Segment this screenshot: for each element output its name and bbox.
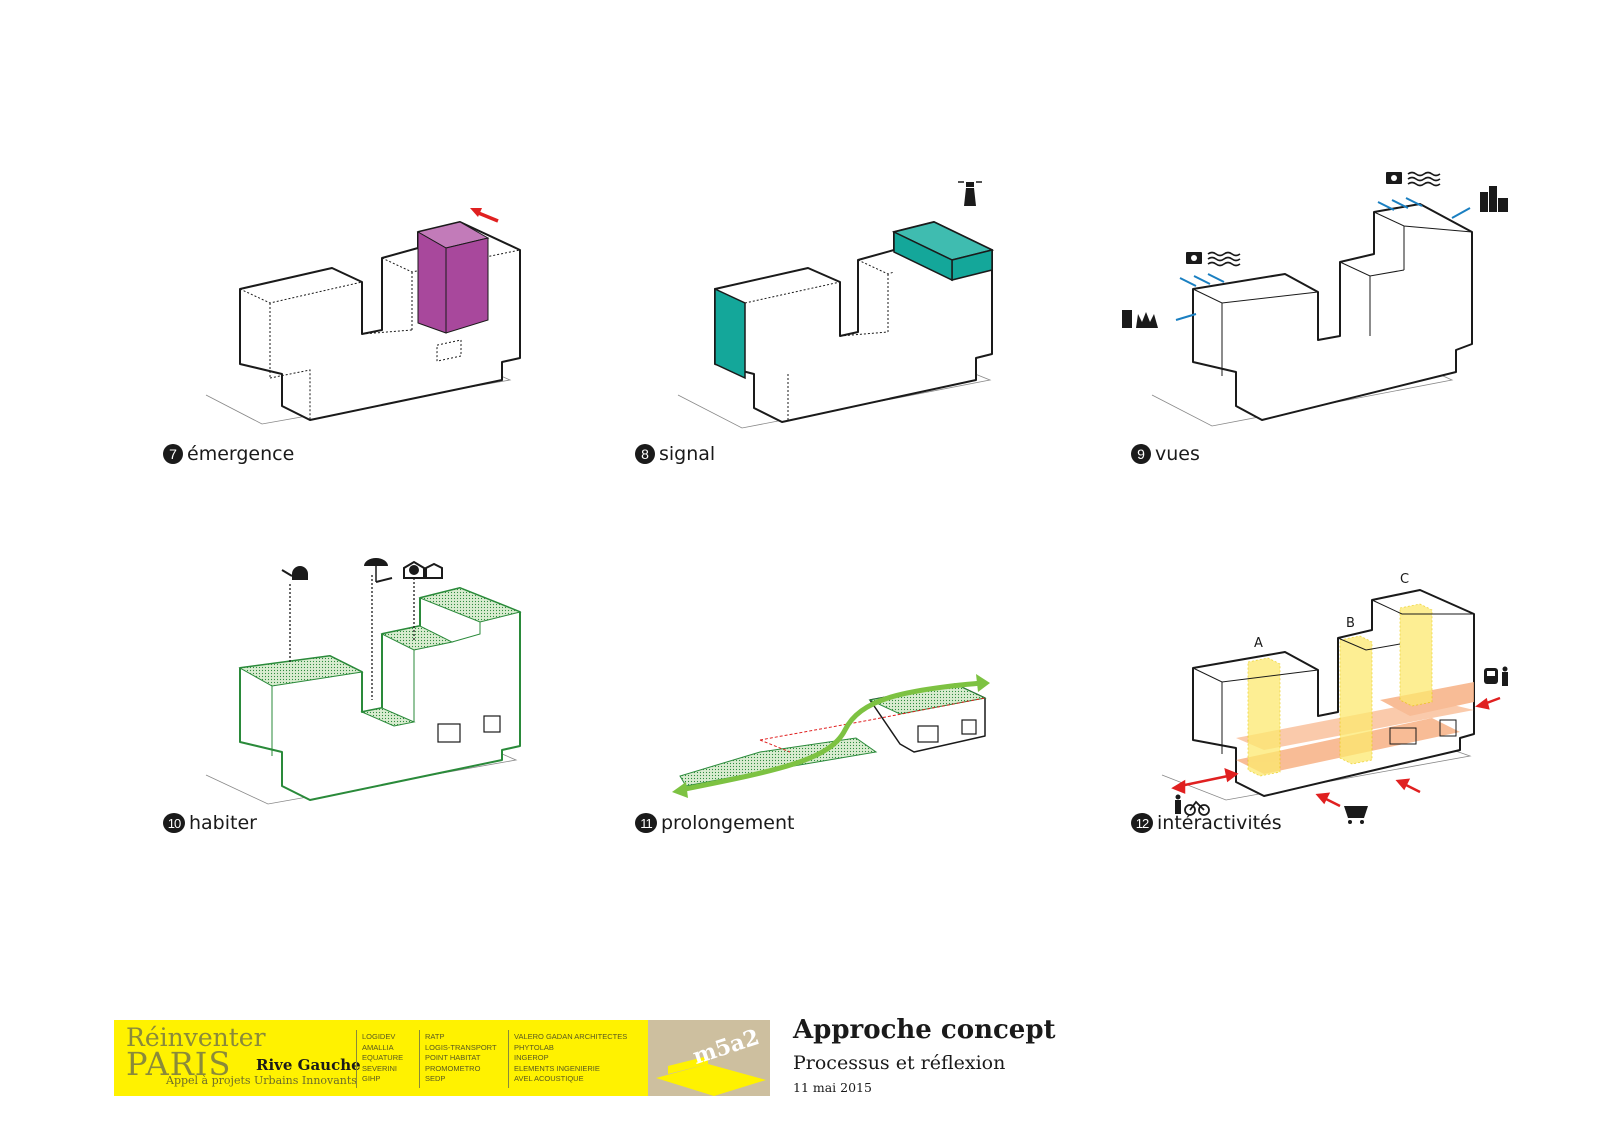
page-date: 11 mai 2015 — [793, 1080, 872, 1095]
divider — [508, 1030, 509, 1088]
page-subtitle: Processus et réflexion — [793, 1052, 1006, 1074]
partners-col-3: VALERO GADAN ARCHITECTES PHYTOLAB INGERO… — [514, 1032, 627, 1085]
label-c: C — [1400, 572, 1410, 587]
partner: POINT HABITAT — [425, 1053, 481, 1063]
habiter-drawing — [205, 558, 522, 805]
vues-drawing — [1122, 171, 1508, 427]
caption-vues: 9 vues — [1131, 443, 1200, 465]
partner: SEVERINI — [362, 1063, 398, 1073]
caption-habiter: 10 habiter — [163, 812, 257, 834]
caption-emergence: 7 émergence — [163, 443, 294, 465]
divider — [419, 1030, 420, 1088]
panel-label: habiter — [189, 812, 257, 834]
prolongement-drawing — [672, 674, 990, 798]
garden-icon — [403, 560, 443, 579]
building-icon — [1122, 310, 1132, 328]
partner: EQUATURE — [362, 1053, 404, 1063]
caption-interactivites: 12 intéractivités — [1131, 812, 1282, 834]
m5a2-logo: m5a2 — [648, 1020, 770, 1096]
partner: VALERO GADAN ARCHITECTES — [514, 1032, 628, 1041]
signal-drawing — [677, 181, 995, 429]
signal-volumes — [714, 221, 995, 380]
divider — [356, 1030, 357, 1088]
partner: SEDP — [425, 1074, 446, 1084]
pedestrian-icon — [1175, 666, 1508, 814]
brand-logo: Réinventer PARIS — [126, 1023, 266, 1083]
panel-label: vues — [1155, 443, 1200, 465]
partner: AVEL ACOUSTIQUE — [514, 1074, 584, 1084]
shopping-cart-icon — [1344, 806, 1368, 824]
interactivites-drawing — [1161, 589, 1508, 824]
lighthouse-icon — [958, 181, 982, 206]
brand-paris: PARIS — [126, 1045, 232, 1083]
parasol-icon — [364, 558, 393, 583]
partner: GIHP — [362, 1074, 381, 1084]
view-arrows — [1175, 197, 1471, 321]
page-title: Approche concept — [793, 1015, 1056, 1045]
panel-number: 8 — [635, 444, 655, 464]
red-arrow-icon — [470, 208, 499, 223]
prolongement-arrow — [672, 674, 990, 798]
city-buildings-icon — [1480, 186, 1508, 212]
partner: PROMOMETRO — [425, 1063, 481, 1073]
interaction-columns — [1247, 603, 1433, 777]
partner: RATP — [425, 1032, 445, 1041]
panel-number: 12 — [1131, 813, 1153, 833]
partners-col-2: RATP LOGIS-TRANSPORT POINT HABITAT PROMO… — [425, 1032, 497, 1085]
partner: PHYTOLAB — [514, 1042, 554, 1052]
partner: LOGIS-TRANSPORT — [425, 1042, 497, 1052]
bicycle-icon — [1184, 800, 1210, 816]
outline-dashed — [759, 697, 986, 753]
grass-icon — [1136, 312, 1158, 328]
label-b: B — [1346, 616, 1355, 631]
panel-label: émergence — [187, 443, 295, 465]
panel-number: 7 — [163, 444, 183, 464]
brand-rive-gauche: Rive Gauche — [256, 1056, 361, 1074]
panel-number: 11 — [635, 813, 657, 833]
panel-label: signal — [659, 443, 716, 465]
green-roofs — [238, 587, 522, 727]
brand-reinventer: Réinventer — [126, 1023, 266, 1052]
partners-col-1: LOGIDEV AMALLIA EQUATURE SEVERINI GIHP — [362, 1032, 403, 1085]
emergence-drawing — [205, 208, 521, 425]
camera-icon — [1186, 172, 1402, 264]
panel-number: 10 — [163, 813, 185, 833]
partner: AMALLIA — [362, 1042, 394, 1052]
partner: INGEROP — [514, 1053, 549, 1063]
train-icon — [1484, 668, 1498, 684]
red-arrows — [1171, 696, 1501, 808]
footer-banner: Réinventer PARIS Rive Gauche Appel à pro… — [114, 1020, 770, 1096]
label-a: A — [1254, 636, 1263, 651]
panel-label: prolongement — [661, 812, 795, 834]
watering-can-icon — [281, 566, 308, 580]
panel-label: intéractivités — [1157, 812, 1282, 834]
partner: LOGIDEV — [362, 1032, 396, 1041]
caption-signal: 8 signal — [635, 443, 715, 465]
water-waves-icon — [1207, 171, 1441, 267]
brand-appel: Appel à projets Urbains Innovants — [166, 1074, 357, 1087]
emergence-volume — [416, 221, 490, 334]
caption-prolongement: 11 prolongement — [635, 812, 794, 834]
panel-number: 9 — [1131, 444, 1151, 464]
partner: ELEMENTS INGENIERIE — [514, 1063, 600, 1073]
